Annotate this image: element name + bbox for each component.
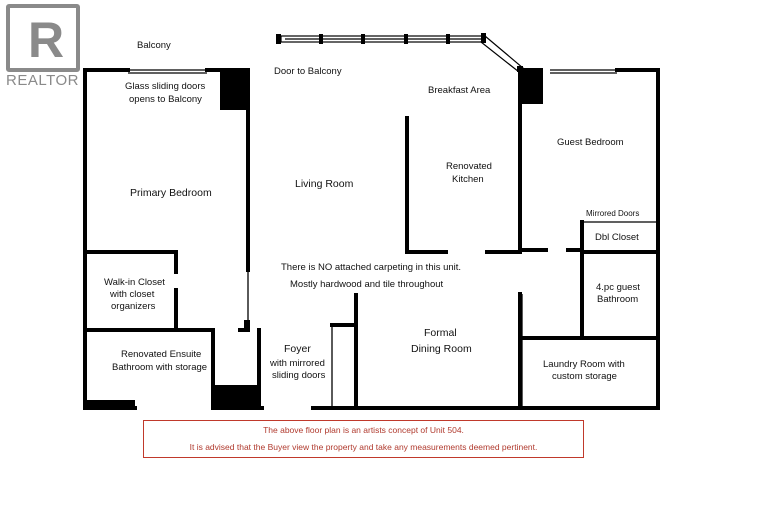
label-primary-bedroom: Primary Bedroom [130,187,212,199]
label-ensuite: Renovated Ensuite [121,349,202,360]
disclaimer-line-1: The above floor plan is an artists conce… [263,425,464,435]
label-door-to-balcony: Door to Balcony [274,66,342,77]
label-breakfast-area: Breakfast Area [428,85,491,96]
label-walkin-2: with closet [110,289,155,300]
column [215,385,259,410]
label-ensuite-2: Bathroom with storage [112,362,208,373]
label-glass-doors-2: opens to Balcony [129,94,202,105]
label-dining-room: Dining Room [411,343,472,355]
label-hardwood: Mostly hardwood and tile throughout [290,279,444,290]
label-no-carpet: There is NO attached carpeting in this u… [281,262,462,273]
label-dbl-closet: Dbl Closet [595,232,639,243]
label-guest-bath-2: Bathroom [597,294,639,305]
realtor-logo: R REALTOR [2,2,86,92]
column [220,68,250,110]
disclaimer-box: The above floor plan is an artists conce… [143,420,584,458]
label-balcony: Balcony [137,40,171,51]
label-glass-doors: Glass sliding doors [125,81,206,92]
label-living-room: Living Room [295,178,354,190]
label-kitchen-2: Kitchen [452,174,484,185]
label-foyer-3: sliding doors [272,370,326,381]
label-walkin: Walk-in Closet [104,277,165,288]
realtor-r-icon: R [6,4,80,72]
label-foyer-2: with mirrored [270,358,325,369]
realtor-wordmark: REALTOR [6,72,79,89]
disclaimer-line-2: It is advised that the Buyer view the pr… [189,442,538,452]
label-mirrored-doors: Mirrored Doors [586,209,640,218]
column [85,400,135,409]
label-kitchen: Renovated [446,161,492,172]
label-walkin-3: organizers [111,301,156,312]
label-guest-bath: 4.pc guest [596,282,640,293]
column [244,320,250,332]
label-formal: Formal [424,327,457,339]
label-laundry: Laundry Room with [543,359,625,370]
column [520,68,543,104]
label-laundry-2: custom storage [552,371,617,382]
label-guest-bedroom: Guest Bedroom [557,137,624,148]
label-foyer: Foyer [284,343,311,355]
